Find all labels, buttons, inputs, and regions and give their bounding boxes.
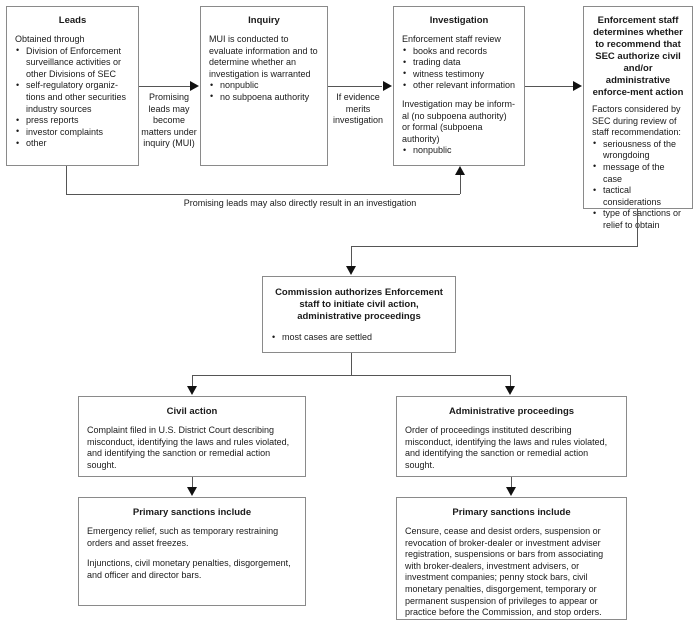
node-administrative-sanctions: Primary sanctions include Censure, cease…	[396, 497, 627, 620]
node-leads: Leads Obtained through Division of Enfor…	[6, 6, 139, 166]
arrowhead-commission-to-civil	[186, 386, 197, 395]
connector-enforcement-to-commission-across	[351, 246, 638, 247]
node-administrative-proceedings-title: Administrative proceedings	[448, 406, 575, 417]
node-investigation-intro: Enforcement staff review	[402, 34, 501, 44]
arrowhead-investigation-to-enforcement	[573, 80, 582, 91]
node-civil-action-body: Complaint filed in U.S. District Court d…	[87, 425, 290, 470]
list-item: trading data	[402, 57, 516, 69]
arrowhead-leads-feedback	[454, 166, 465, 175]
node-commission-title: Commission authorizes Enforcement staff …	[275, 287, 443, 322]
list-item: tactical considerations	[592, 185, 684, 208]
node-administrative-proceedings-body: Order of proceedings instituted describi…	[405, 425, 608, 470]
arrowhead-inquiry-to-investigation	[383, 80, 392, 91]
node-civil-sanctions-title: Primary sanctions include	[132, 507, 252, 518]
node-leads-bullets: Division of Enforcement surveillance act…	[15, 45, 130, 150]
list-item: nonpublic	[209, 80, 319, 92]
node-leads-title: Leads	[58, 15, 87, 26]
edge-label-leads-to-investigation: Promising leads may also directly result…	[183, 198, 417, 208]
node-civil-sanctions-paragraph-1: Emergency relief, such as temporary rest…	[87, 526, 279, 548]
node-investigation-bullets: books and records trading data witness t…	[402, 45, 516, 92]
arrowhead-enforcement-to-commission	[345, 266, 356, 275]
node-investigation-title: Investigation	[429, 15, 489, 26]
connector-leads-feedback-up	[460, 175, 461, 194]
node-administrative-sanctions-title: Primary sanctions include	[452, 507, 571, 518]
list-item: self-regulatory organiz-tions and other …	[15, 80, 130, 115]
list-item: nonpublic	[402, 145, 516, 157]
list-item: books and records	[402, 45, 516, 58]
list-item: press reports	[15, 115, 130, 127]
connector-commission-to-civil	[192, 375, 193, 387]
arrowhead-leads-to-inquiry	[190, 80, 199, 91]
connector-commission-to-administrative	[510, 375, 511, 387]
list-item: type of sanctions or relief to obtain	[592, 208, 684, 231]
node-investigation-note: Investigation may be inform-al (no subpo…	[402, 98, 516, 144]
connector-inquiry-to-investigation	[328, 86, 382, 87]
list-item: witness testimony	[402, 68, 516, 81]
list-item: message of the case	[592, 161, 684, 185]
connector-leads-feedback-down	[66, 166, 67, 194]
node-civil-sanctions: Primary sanctions include Emergency reli…	[78, 497, 306, 606]
edge-label-inquiry-to-investigation: If evidence merits investigation	[332, 92, 384, 126]
connector-leads-to-inquiry	[139, 86, 191, 87]
connector-commission-stem	[351, 353, 352, 375]
connector-commission-split	[192, 375, 511, 376]
node-inquiry: Inquiry MUI is conducted to evaluate inf…	[200, 6, 328, 166]
list-item: Division of Enforcement surveillance act…	[15, 45, 130, 81]
arrowhead-administrative-to-sanctions	[505, 487, 516, 496]
node-enforcement-staff: Enforcement staff determines whether to …	[583, 6, 693, 230]
node-inquiry-bullets: nonpublic no subpoena authority	[209, 80, 319, 103]
node-civil-action: Civil action Complaint filed in U.S. Dis…	[78, 396, 306, 477]
connector-administrative-to-sanctions	[511, 477, 512, 488]
node-civil-action-title: Civil action	[166, 406, 218, 417]
node-commission-bullets: most cases are settled	[271, 332, 447, 344]
arrowhead-civil-to-sanctions	[186, 487, 197, 496]
connector-investigation-to-enforcement	[525, 86, 573, 87]
node-administrative-sanctions-paragraph-1: Censure, cease and desist orders, suspen…	[405, 526, 604, 618]
list-item: no subpoena authority	[209, 91, 319, 104]
connector-enforcement-to-commission-down	[637, 209, 638, 246]
list-item: other	[15, 138, 130, 150]
node-investigation: Investigation Enforcement staff review b…	[393, 6, 525, 166]
node-inquiry-intro: MUI is conducted to evaluate information…	[209, 34, 318, 79]
node-enforcement-staff-title: Enforcement staff determines whether to …	[592, 15, 684, 98]
connector-leads-feedback-across	[66, 194, 460, 195]
node-investigation-note-bullets: nonpublic	[402, 145, 516, 157]
list-item: other relevant information	[402, 80, 516, 92]
list-item: investor complaints	[15, 126, 130, 139]
connector-enforcement-to-commission-drop	[351, 246, 352, 267]
edge-label-leads-to-inquiry: Promising leads may become matters under…	[141, 92, 197, 149]
list-item: most cases are settled	[271, 332, 447, 344]
node-leads-intro: Obtained through	[15, 34, 85, 44]
connector-civil-to-sanctions	[192, 477, 193, 488]
list-item: seriousness of the wrongdoing	[592, 138, 684, 162]
node-administrative-proceedings: Administrative proceedings Order of proc…	[396, 396, 627, 477]
node-inquiry-title: Inquiry	[248, 15, 280, 26]
node-civil-sanctions-paragraph-2: Injunctions, civil monetary penalties, d…	[87, 558, 291, 580]
node-enforcement-staff-bullets: seriousness of the wrongdoing message of…	[592, 138, 684, 232]
arrowhead-commission-to-administrative	[504, 386, 515, 395]
node-commission: Commission authorizes Enforcement staff …	[262, 276, 456, 353]
node-enforcement-staff-intro: Factors considered by SEC during review …	[592, 104, 681, 138]
